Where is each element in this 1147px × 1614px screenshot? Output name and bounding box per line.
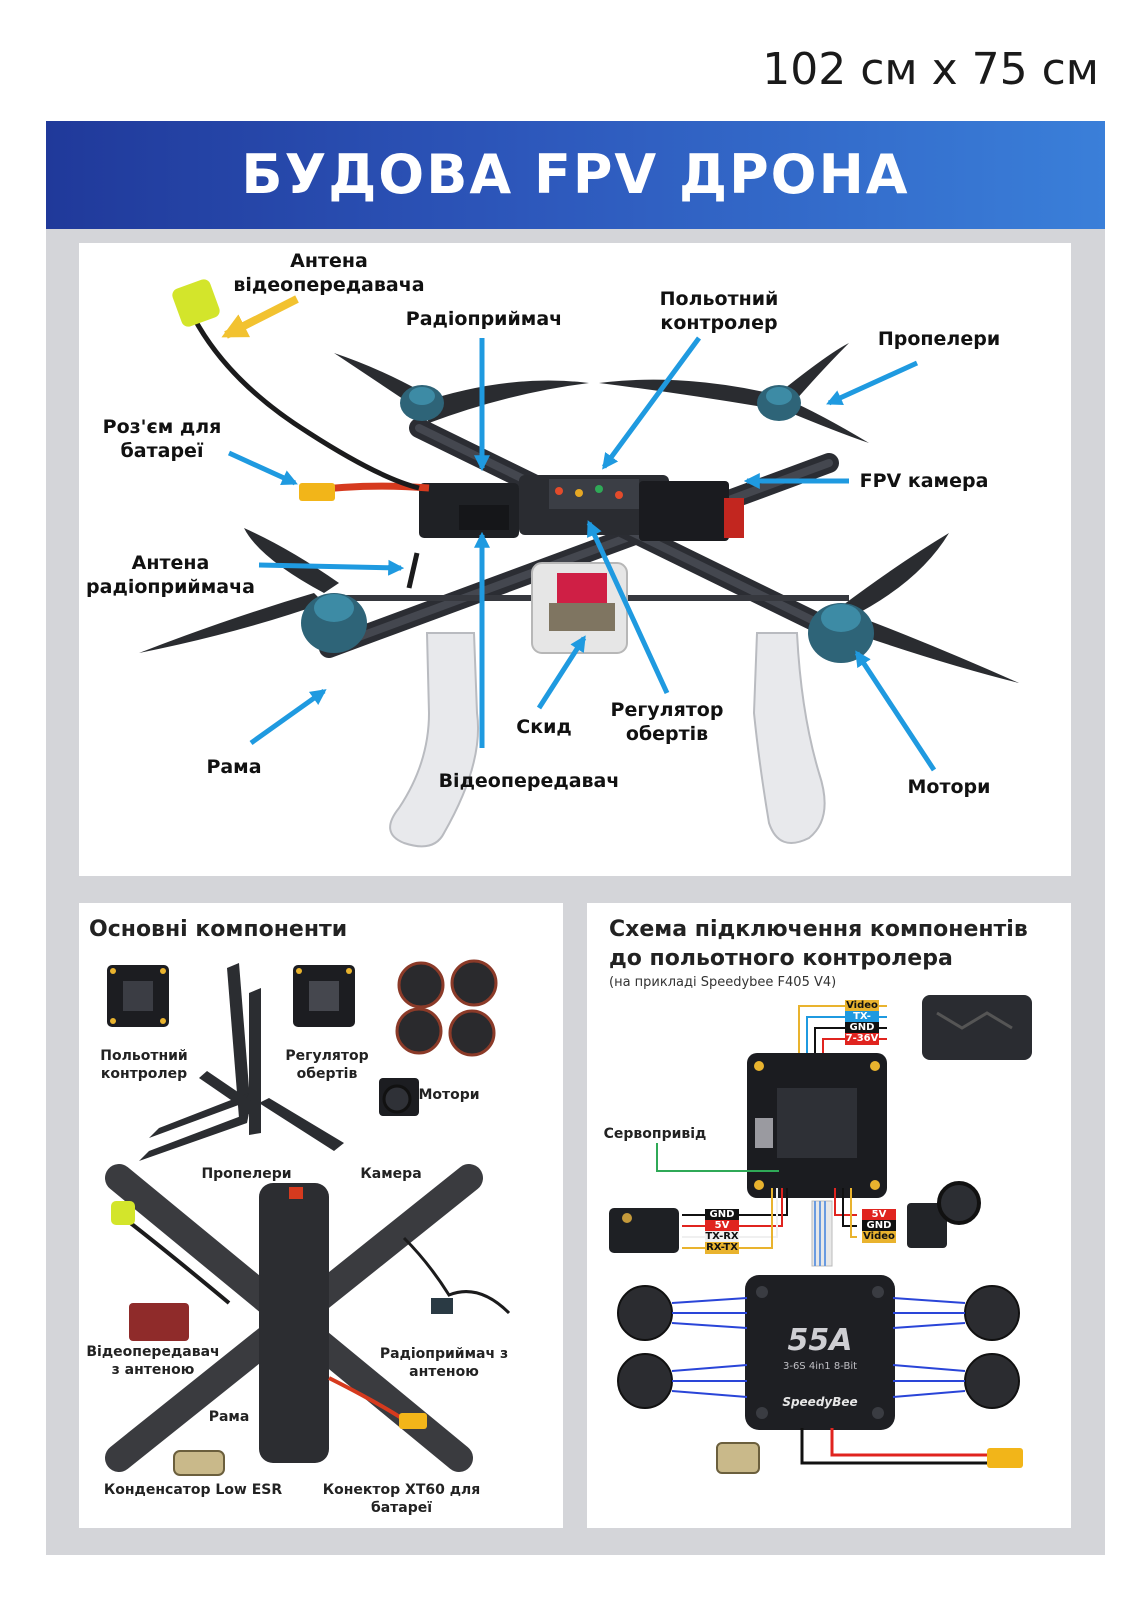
rx-wire-tx: TX-RX <box>705 1231 739 1243</box>
rx-wire-rx: RX-TX <box>705 1242 739 1254</box>
label-esc: Регулятор обертів <box>610 699 724 745</box>
label-vtx-antenna: Антена відеопередавача <box>233 250 425 296</box>
label-battery-connector: Роз'єм для батареї <box>102 416 222 462</box>
label-motors: Мотори <box>907 776 991 798</box>
label-flight-controller: Польотний контролер <box>659 288 779 334</box>
arrow-propellers <box>826 360 919 406</box>
item-propellers: Пропелери <box>201 1166 292 1182</box>
arrow-battery-connector <box>227 450 298 486</box>
item-receiver: Радіоприймач з антеною <box>379 1346 509 1380</box>
item-frame: Рама <box>208 1409 250 1425</box>
rx-wire-gnd: GND <box>705 1209 739 1221</box>
label-propellers: Пропелери <box>877 328 1001 350</box>
vtx-wire-video: Video <box>845 1000 879 1012</box>
label-receiver: Радіоприймач <box>405 308 563 330</box>
label-fpv-camera: FPV камера <box>859 470 989 492</box>
item-connector: Конектор XT60 для батареї <box>322 1482 481 1516</box>
vtx-wire-power: 7-36V <box>845 1033 879 1045</box>
item-vtx: Відеопередавач з антеною <box>86 1344 220 1378</box>
servo-label: Сервопривід <box>603 1126 707 1142</box>
page-title: БУДОВА FPV ДРОНА <box>241 143 910 206</box>
wiring-panel: Схема підключення компонентів до польотн… <box>587 903 1071 1528</box>
item-motors: Мотори <box>418 1087 480 1103</box>
arrow-skid <box>536 635 587 710</box>
wiring-title: Схема підключення компонентів до польотн… <box>609 917 1028 971</box>
item-capacitor: Конденсатор Low ESR <box>103 1482 283 1498</box>
item-flight-controller: Польотний контролер <box>100 1048 188 1082</box>
item-camera: Камера <box>360 1166 422 1182</box>
arrow-rx-antenna <box>258 559 405 576</box>
components-illustration <box>105 959 511 1476</box>
wiring-subtitle: (на прикладі Speedybee F405 V4) <box>609 975 837 990</box>
rx-wire-5v: 5V <box>705 1220 739 1232</box>
label-rx-antenna: Антена радіоприймача <box>86 552 255 598</box>
cam-wire-5v: 5V <box>862 1209 896 1221</box>
arrow-esc <box>586 520 670 695</box>
arrow-flight-controller <box>601 336 702 470</box>
arrow-vtx-antenna <box>221 295 299 339</box>
esc-spec: 3-6S 4in1 8-Bit <box>782 1361 858 1372</box>
esc-rating: 55A <box>787 1323 853 1358</box>
vtx-wire-gnd: GND <box>845 1022 879 1034</box>
esc-brand: SpeedyBee <box>782 1395 858 1409</box>
wiring-illustration <box>609 995 1032 1474</box>
label-vtx: Відеопередавач <box>438 770 620 792</box>
arrow-motors <box>854 650 937 772</box>
drone-illustration <box>139 279 1019 848</box>
drone-diagram-panel: Антена відеопередавача Радіоприймач Поль… <box>79 243 1071 876</box>
components-panel: Основні компоненти <box>79 903 563 1528</box>
arrow-frame <box>249 688 327 746</box>
cam-wire-gnd: GND <box>862 1220 896 1232</box>
label-frame: Рама <box>206 756 262 778</box>
cam-wire-video: Video <box>862 1231 896 1243</box>
poster-size: 102 см х 75 см <box>762 44 1099 95</box>
label-skid: Скид <box>516 716 572 738</box>
title-banner: БУДОВА FPV ДРОНА <box>46 121 1105 229</box>
components-title: Основні компоненти <box>89 917 348 942</box>
item-esc: Регулятор обертів <box>285 1048 369 1082</box>
